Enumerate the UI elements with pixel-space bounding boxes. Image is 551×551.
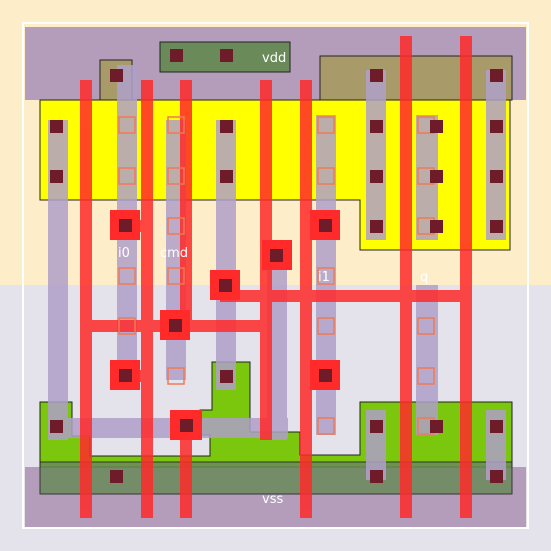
- contact-frame: [118, 267, 136, 285]
- poly-1: [80, 80, 92, 518]
- contact-frame: [167, 167, 185, 185]
- i1-label: i1: [318, 270, 330, 285]
- m1-strap-9: [416, 285, 438, 435]
- contact: [430, 120, 443, 133]
- contact: [110, 470, 123, 483]
- i0-label: i0: [118, 246, 130, 261]
- contact: [119, 219, 132, 232]
- contact: [50, 420, 63, 433]
- contact: [220, 120, 233, 133]
- contact: [430, 420, 443, 433]
- contact: [50, 170, 63, 183]
- poly-7: [460, 36, 472, 518]
- contact: [490, 470, 503, 483]
- poly-2: [141, 80, 153, 518]
- contact: [50, 120, 63, 133]
- contact: [180, 419, 193, 432]
- contact-frame: [167, 367, 185, 385]
- contact-frame: [118, 317, 136, 335]
- m1-strap-1: [48, 120, 68, 440]
- poly-h-2: [220, 290, 472, 302]
- contact: [110, 69, 123, 82]
- poly-9: [180, 420, 192, 518]
- poly-6: [400, 36, 412, 518]
- contact: [170, 49, 183, 62]
- contact: [319, 369, 332, 382]
- q-label: q: [420, 270, 428, 285]
- poly-8: [260, 320, 272, 440]
- contact: [370, 220, 383, 233]
- vdd-label: vdd: [262, 51, 286, 66]
- contact: [220, 170, 233, 183]
- contact-frame: [417, 317, 435, 335]
- vss-label: vss: [262, 492, 283, 507]
- m1-bottom-link: [48, 418, 288, 438]
- cell-outline: [22, 22, 529, 529]
- vdd-strap-right: [319, 55, 513, 101]
- contact-frame: [317, 267, 335, 285]
- m1-strap-10: [486, 70, 506, 240]
- contact: [370, 470, 383, 483]
- m1-strap-8: [416, 115, 438, 240]
- m1-strap-7: [366, 70, 386, 240]
- contact: [430, 170, 443, 183]
- cmd-label: cmd: [160, 246, 188, 261]
- contact-frame: [167, 267, 185, 285]
- contact-frame: [167, 217, 185, 235]
- contact-frame: [167, 116, 185, 134]
- contact: [319, 219, 332, 232]
- contact: [119, 369, 132, 382]
- contact: [169, 319, 182, 332]
- contact-frame: [317, 167, 335, 185]
- contact: [220, 49, 233, 62]
- contact: [370, 420, 383, 433]
- contact: [490, 420, 503, 433]
- m1-strap-4: [216, 120, 236, 390]
- contact: [490, 69, 503, 82]
- contact: [370, 170, 383, 183]
- contact: [490, 120, 503, 133]
- contact-frame: [118, 116, 136, 134]
- contact: [370, 69, 383, 82]
- contact: [490, 170, 503, 183]
- contact: [430, 220, 443, 233]
- contact: [219, 279, 232, 292]
- contact-frame: [417, 367, 435, 385]
- contact: [270, 249, 283, 262]
- contact-frame: [317, 417, 335, 435]
- contact-frame: [118, 167, 136, 185]
- contact: [220, 370, 233, 383]
- contact-frame: [317, 116, 335, 134]
- contact-frame: [317, 317, 335, 335]
- contact: [370, 120, 383, 133]
- m1-strap-6: [316, 115, 336, 435]
- contact: [490, 220, 503, 233]
